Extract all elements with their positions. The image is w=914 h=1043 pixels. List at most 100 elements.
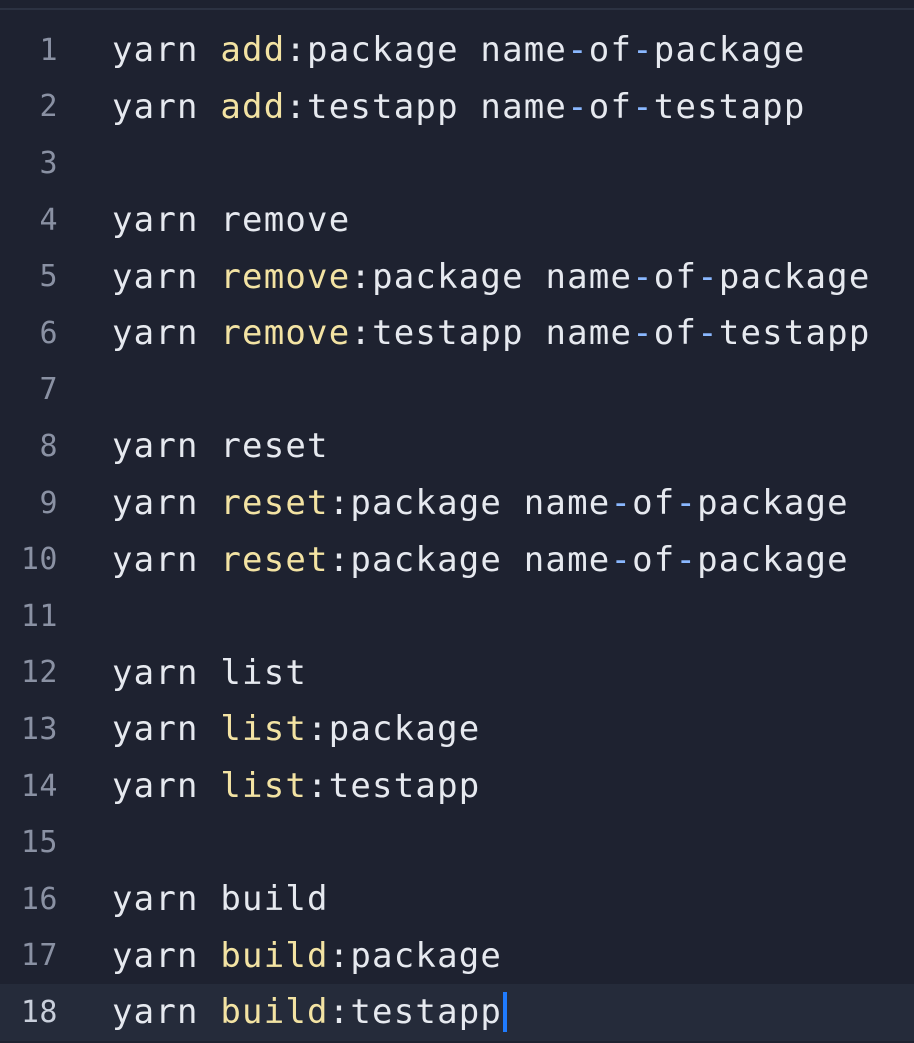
code-text[interactable]: yarn list:testapp [112, 758, 480, 815]
code-text[interactable]: yarn reset [112, 418, 329, 475]
code-token: - [675, 539, 698, 580]
code-line-17[interactable]: 17 yarn build:package [0, 928, 914, 985]
code-token: package [350, 539, 503, 580]
code-token: package [653, 30, 806, 71]
line-number: 15 [20, 825, 58, 861]
code-token: - [567, 86, 589, 127]
code-token: testapp [328, 766, 481, 807]
code-token: of [632, 483, 676, 524]
code-text[interactable]: yarn remove:package name-of-package [112, 248, 871, 305]
code-token: yarn [112, 992, 199, 1033]
line-number: 7 [39, 372, 58, 408]
line-number: 17 [20, 938, 58, 974]
code-line-18[interactable]: 18 yarn build:testapp [0, 984, 914, 1041]
code-text[interactable]: yarn reset:package name-of-package [112, 531, 849, 588]
code-line-15[interactable]: 15 [0, 814, 914, 871]
code-token: package [328, 709, 481, 750]
code-text[interactable]: yarn add:package name-of-package [112, 22, 806, 79]
code-token [199, 766, 221, 806]
line-number: 8 [39, 428, 58, 464]
code-text[interactable]: yarn remove:testapp name-of-testapp [112, 305, 871, 362]
code-token: name [523, 539, 611, 580]
code-token: - [610, 483, 633, 524]
code-token: - [567, 30, 589, 71]
code-token [199, 87, 221, 127]
code-token: name [545, 313, 633, 354]
code-token: build [220, 879, 329, 920]
code-token: : [307, 709, 329, 750]
code-token: - [632, 30, 654, 71]
code-token: testapp [372, 313, 524, 354]
code-token: : [328, 539, 351, 580]
code-token: reset [220, 483, 329, 524]
code-token: name [480, 86, 568, 127]
code-line-7[interactable]: 7 [0, 362, 914, 419]
code-token: reset [220, 426, 329, 467]
line-number: 3 [39, 145, 58, 181]
code-token: : [328, 935, 351, 976]
code-token: : [285, 30, 308, 71]
code-token: - [632, 86, 654, 127]
code-token: yarn [112, 256, 199, 297]
code-token: yarn [112, 539, 199, 580]
code-token: package [697, 483, 849, 524]
code-text[interactable]: yarn build [112, 871, 329, 928]
code-token [199, 709, 221, 749]
code-token [199, 936, 221, 976]
code-token: testapp [718, 313, 871, 354]
code-line-11[interactable]: 11 [0, 588, 914, 645]
code-token: package [372, 256, 524, 297]
line-number: 11 [20, 598, 58, 634]
code-line-3[interactable]: 3 [0, 135, 914, 192]
code-token [199, 879, 221, 919]
code-line-14[interactable]: 14 yarn list:testapp [0, 758, 914, 815]
code-token [502, 483, 524, 523]
code-token: name [523, 483, 611, 524]
code-token: testapp [350, 992, 503, 1033]
code-token: of [588, 86, 633, 127]
code-token: : [285, 86, 308, 127]
code-token: name [480, 30, 568, 71]
code-token: - [675, 483, 698, 524]
code-text[interactable]: yarn remove [112, 192, 350, 249]
code-token: of [632, 539, 676, 580]
code-token: : [328, 992, 351, 1033]
code-text[interactable]: yarn add:testapp name-of-testapp [112, 79, 806, 136]
code-token [524, 257, 546, 297]
code-token: : [350, 313, 373, 354]
code-token [502, 540, 524, 580]
code-token [199, 540, 221, 580]
line-number: 5 [39, 259, 58, 295]
code-token: - [632, 256, 654, 297]
code-token: testapp [307, 86, 459, 127]
code-token [459, 30, 481, 70]
line-number: 18 [20, 994, 58, 1030]
code-line-8[interactable]: 8 yarn reset [0, 418, 914, 475]
code-text[interactable]: yarn list:package [112, 701, 480, 758]
code-text[interactable]: yarn build:package [112, 928, 502, 985]
code-token [199, 313, 221, 353]
code-token: yarn [112, 426, 199, 467]
code-token: of [588, 30, 633, 71]
code-token [199, 426, 221, 466]
code-text[interactable]: yarn reset:package name-of-package [112, 475, 849, 532]
code-token: yarn [112, 652, 199, 693]
line-number: 14 [20, 768, 58, 804]
code-token [199, 30, 221, 70]
code-text[interactable]: yarn build:testapp [112, 984, 508, 1041]
code-text[interactable]: yarn list [112, 645, 307, 702]
code-token [199, 992, 221, 1032]
code-token [199, 483, 221, 523]
